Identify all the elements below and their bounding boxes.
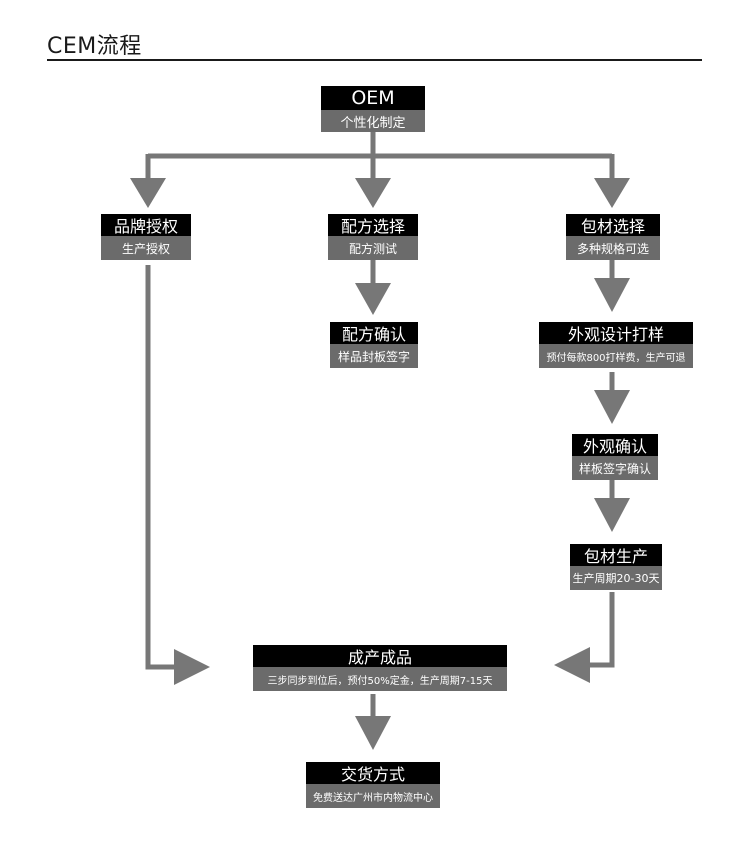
arrowhead-brand bbox=[130, 178, 166, 208]
node-finished-subtitle: 三步同步到位后，预付50%定金，生产周期7-15天 bbox=[253, 667, 507, 691]
node-pack-select-title: 包材选择 bbox=[566, 214, 660, 236]
node-look-confirm-subtitle: 样板签字确认 bbox=[572, 456, 658, 480]
connector-brand-to-finished bbox=[145, 265, 180, 670]
node-finished: 成产成品 三步同步到位后，预付50%定金，生产周期7-15天 bbox=[253, 645, 507, 691]
arrowhead-formula bbox=[355, 178, 391, 208]
arrowhead-right-to-finished bbox=[554, 647, 590, 683]
node-brand-auth-subtitle: 生产授权 bbox=[101, 236, 191, 260]
node-look-design: 外观设计打样 预付每款800打样费，生产可退 bbox=[539, 322, 693, 368]
title-divider bbox=[47, 59, 702, 61]
arrowhead-look-design bbox=[594, 278, 630, 312]
node-formula-confirm-title: 配方确认 bbox=[330, 322, 418, 344]
arrowhead-delivery bbox=[355, 716, 391, 750]
node-formula-confirm-subtitle: 样品封板签字 bbox=[330, 344, 418, 368]
node-pack-select: 包材选择 多种规格可选 bbox=[566, 214, 660, 260]
arrowhead-left-to-finished bbox=[174, 649, 210, 685]
node-brand-auth: 品牌授权 生产授权 bbox=[101, 214, 191, 260]
node-brand-auth-title: 品牌授权 bbox=[101, 214, 191, 236]
node-formula-confirm: 配方确认 样品封板签字 bbox=[330, 322, 418, 368]
node-finished-title: 成产成品 bbox=[253, 645, 507, 667]
node-pack-produce-subtitle: 生产周期20-30天 bbox=[570, 566, 662, 590]
node-formula-select-title: 配方选择 bbox=[328, 214, 418, 236]
connector-packproduce-to-finished bbox=[590, 592, 615, 668]
arrowhead-pack-produce bbox=[594, 498, 630, 532]
node-oem-title: OEM bbox=[321, 86, 425, 110]
node-delivery-title: 交货方式 bbox=[306, 762, 440, 784]
arrowhead-look-confirm bbox=[594, 390, 630, 424]
node-pack-produce-title: 包材生产 bbox=[570, 544, 662, 566]
node-formula-select-subtitle: 配方测试 bbox=[328, 236, 418, 260]
node-formula-select: 配方选择 配方测试 bbox=[328, 214, 418, 260]
node-delivery: 交货方式 免费送达广州市内物流中心 bbox=[306, 762, 440, 808]
node-delivery-subtitle: 免费送达广州市内物流中心 bbox=[306, 784, 440, 808]
node-look-design-subtitle: 预付每款800打样费，生产可退 bbox=[539, 344, 693, 368]
node-oem-subtitle: 个性化制定 bbox=[321, 110, 425, 132]
node-look-confirm-title: 外观确认 bbox=[572, 434, 658, 456]
node-look-design-title: 外观设计打样 bbox=[539, 322, 693, 344]
node-look-confirm: 外观确认 样板签字确认 bbox=[572, 434, 658, 480]
page-title: CEM流程 bbox=[47, 34, 142, 59]
node-pack-select-subtitle: 多种规格可选 bbox=[566, 236, 660, 260]
arrowhead-formula-confirm bbox=[355, 283, 391, 315]
arrowhead-pack bbox=[594, 178, 630, 208]
node-pack-produce: 包材生产 生产周期20-30天 bbox=[570, 544, 662, 590]
node-oem: OEM 个性化制定 bbox=[321, 86, 425, 132]
